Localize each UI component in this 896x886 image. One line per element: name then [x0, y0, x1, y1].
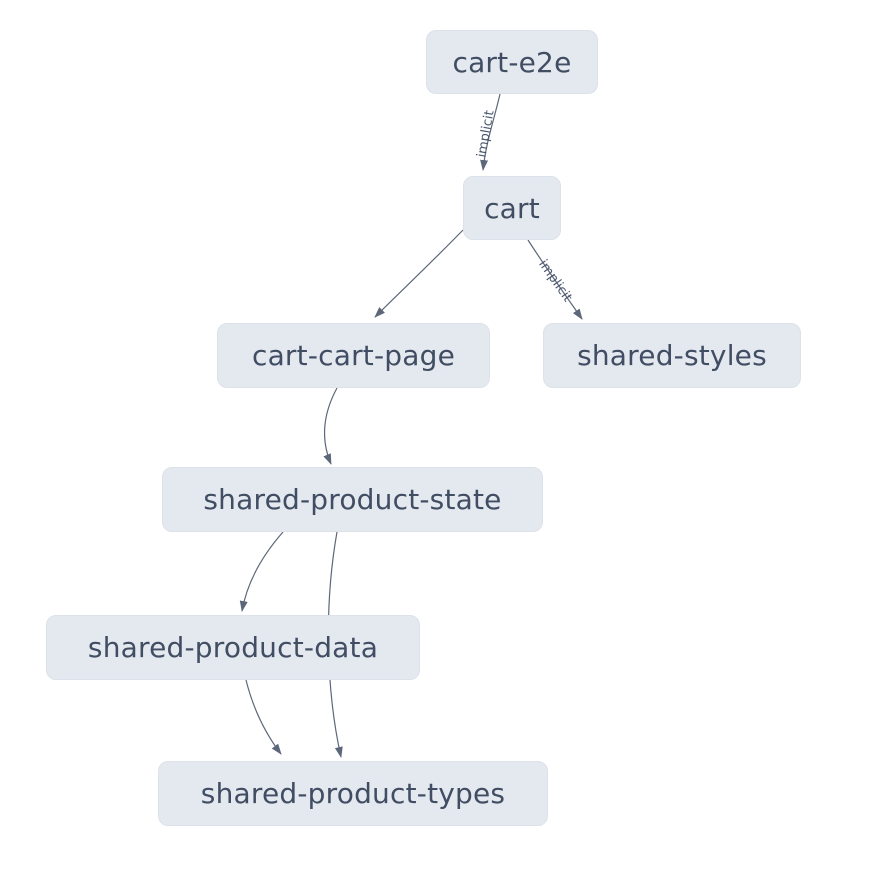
node-shared-product-types[interactable]: shared-product-types	[158, 761, 548, 826]
edge-shared-product-state-to-shared-product-data	[239, 531, 284, 612]
edge-cart-to-cart-cart-page	[374, 229, 464, 318]
node-label: shared-styles	[577, 339, 767, 372]
node-label: shared-product-data	[87, 631, 379, 664]
node-label: shared-product-state	[203, 483, 502, 516]
edge-label-implicit-cart-shared-styles: implicit	[535, 257, 575, 305]
node-label: shared-product-types	[200, 777, 506, 810]
node-label: cart	[484, 191, 540, 225]
node-shared-styles[interactable]: shared-styles	[543, 323, 801, 388]
node-cart-e2e[interactable]: cart-e2e	[426, 30, 598, 94]
edge-shared-product-data-to-shared-product-types	[245, 679, 282, 755]
edge-label-implicit-cart-e2e-cart: implicit	[474, 109, 497, 158]
edge-cart-to-shared-styles	[527, 239, 583, 320]
node-cart-cart-page[interactable]: cart-cart-page	[217, 323, 490, 388]
node-shared-product-data[interactable]: shared-product-data	[46, 615, 420, 680]
node-shared-product-state[interactable]: shared-product-state	[162, 467, 543, 532]
node-label: cart-cart-page	[251, 339, 456, 372]
node-cart[interactable]: cart	[463, 176, 561, 240]
edge-cart-e2e-to-cart	[480, 93, 501, 171]
edge-cart-cart-page-to-shared-product-state	[323, 387, 338, 465]
node-label: cart-e2e	[452, 45, 572, 79]
